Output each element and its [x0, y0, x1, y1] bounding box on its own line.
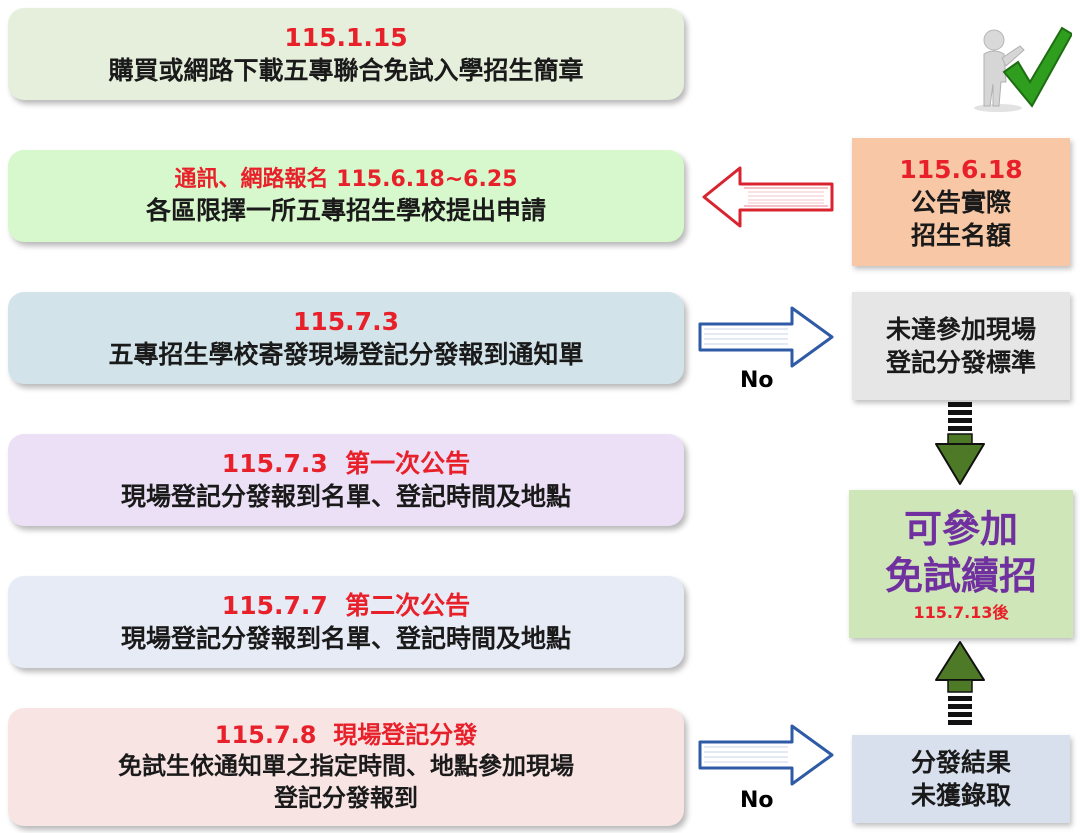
- continue-date: 115.7.13後: [913, 602, 1009, 622]
- step-1-text: 購買或網路下載五專聯合免試入學招生簡章: [108, 56, 584, 85]
- step-1-date: 115.1.15: [284, 23, 408, 52]
- arrow-up-icon: [935, 641, 985, 725]
- step-2-text: 各區限擇一所五專招生學校提出申請: [145, 196, 546, 226]
- step-4-date: 115.7.3 第一次公告: [221, 449, 471, 478]
- step-6-text-2: 登記分發報到: [274, 783, 418, 812]
- no-label-1: No: [740, 368, 774, 393]
- step-3-text: 五專招生學校寄發現場登記分發報到通知單: [108, 340, 584, 369]
- step-box-3: 115.7.3 五專招生學校寄發現場登記分發報到通知單: [8, 292, 684, 384]
- arrow-right-icon: [698, 306, 834, 368]
- arrow-down-icon: [935, 402, 985, 485]
- step-box-2: 通訊、網路報名 115.6.18~6.25 各區限擇一所五專招生學校提出申請: [8, 150, 684, 242]
- step-box-1: 115.1.15 購買或網路下載五專聯合免試入學招生簡章: [8, 8, 684, 100]
- not-met-line-1: 未達參加現場: [885, 315, 1036, 344]
- continue-line-2: 免試續招: [884, 554, 1037, 598]
- continue-line-1: 可參加: [903, 506, 1018, 551]
- not-admitted-box: 分發結果 未獲錄取: [852, 735, 1070, 823]
- step-4-text: 現場登記分發報到名單、登記時間及地點: [120, 482, 571, 511]
- continue-admission-box: 可參加 免試續招 115.7.13後: [849, 490, 1073, 638]
- step-5-date: 115.7.7 第二次公告: [221, 591, 471, 620]
- not-met-standard-box: 未達參加現場 登記分發標準: [852, 292, 1070, 400]
- step-5-text: 現場登記分發報到名單、登記時間及地點: [120, 624, 571, 653]
- announce-line-2: 招生名額: [910, 220, 1011, 250]
- arrow-left-icon: [702, 166, 834, 228]
- step-box-4: 115.7.3 第一次公告 現場登記分發報到名單、登記時間及地點: [8, 434, 684, 526]
- not-admitted-line-2: 未獲錄取: [910, 781, 1011, 810]
- announce-quota-box: 115.6.18 公告實際 招生名額: [852, 138, 1070, 266]
- no-label-2: No: [740, 788, 774, 813]
- checkmark-figure-icon: [974, 26, 1072, 112]
- step-6-date: 115.7.8 現場登記分發: [214, 721, 478, 750]
- arrow-right-icon: [698, 724, 834, 786]
- announce-line-1: 公告實際: [910, 187, 1011, 217]
- not-met-line-2: 登記分發標準: [885, 348, 1036, 377]
- step-box-5: 115.7.7 第二次公告 現場登記分發報到名單、登記時間及地點: [8, 576, 684, 668]
- step-6-text-1: 免試生依通知單之指定時間、地點參加現場: [118, 752, 574, 781]
- step-2-date: 通訊、網路報名 115.6.18~6.25: [174, 166, 518, 192]
- step-3-date: 115.7.3: [293, 307, 399, 336]
- announce-date: 115.6.18: [899, 154, 1023, 184]
- step-box-6: 115.7.8 現場登記分發 免試生依通知單之指定時間、地點參加現場 登記分發報…: [8, 708, 684, 826]
- not-admitted-line-1: 分發結果: [910, 748, 1011, 777]
